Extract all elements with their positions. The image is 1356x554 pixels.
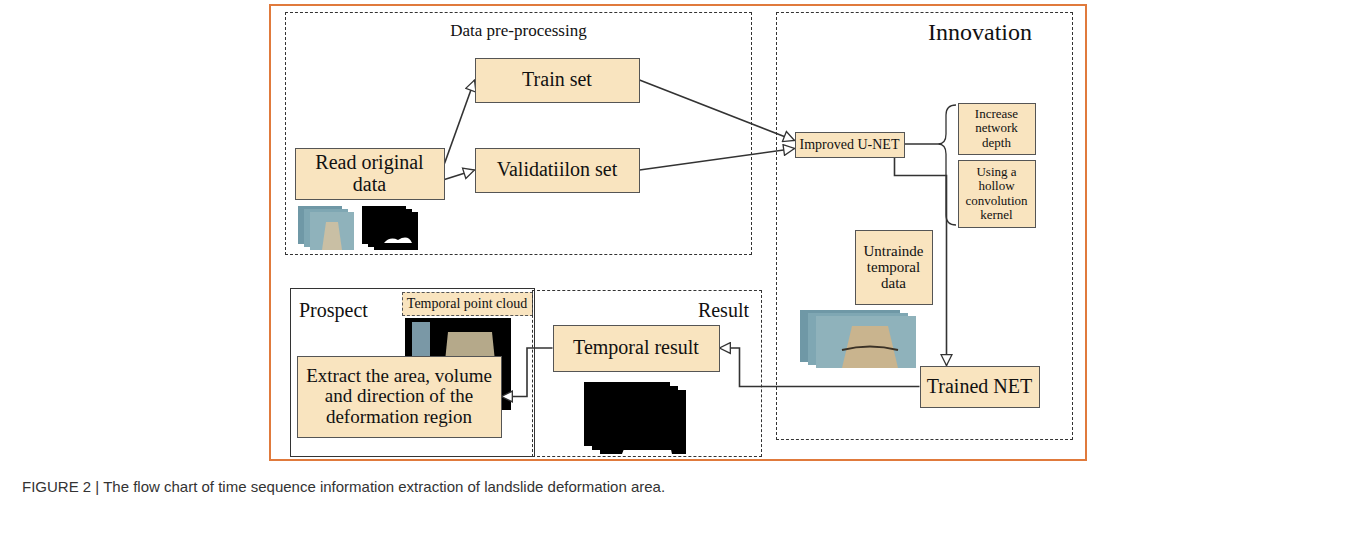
box-label: Validatiilon set: [497, 159, 618, 181]
group-box: ResultTemporal result: [532, 290, 762, 457]
photo-thumbnails: [298, 206, 418, 250]
process-box: Validatiilon set: [475, 148, 640, 193]
note-box: Using a hollow convolution kernel: [958, 160, 1036, 228]
note-box: Increase network depth: [958, 103, 1036, 155]
process-box: Trained NET: [920, 366, 1040, 408]
box-label: Temporal result: [573, 337, 699, 359]
group-box: Data pre-processingRead original data Tra…: [285, 12, 752, 255]
box-label: Improved U-NET: [800, 137, 900, 152]
outer-frame: [270, 5, 1086, 460]
box-label: Extract the area, volume and direction o…: [302, 366, 497, 428]
flow-arrow: [640, 149, 795, 171]
group-heading: Result: [698, 299, 749, 322]
group-heading: Data pre-processing: [286, 21, 751, 41]
temporal-thumbnails: [800, 310, 916, 368]
group-heading: Innovation: [928, 19, 1032, 46]
box-label: Train set: [522, 69, 592, 91]
process-box: Temporal result: [553, 325, 720, 372]
process-box: Train set: [475, 58, 640, 103]
process-box: Untrainde temporal data: [855, 230, 933, 305]
group-heading: Prospect: [299, 299, 368, 322]
process-box: Improved U-NET: [795, 132, 905, 158]
box-label: Trained NET: [927, 376, 1032, 398]
flow-arrow: [502, 348, 553, 397]
flow-arrow: [445, 80, 475, 164]
box-label: Increase network depth: [963, 107, 1031, 149]
flow-arrow: [720, 348, 920, 387]
process-box: Temporal point cloud: [402, 292, 533, 316]
box-label: Using a hollow convolution kernel: [963, 165, 1031, 221]
process-box: Extract the area, volume and direction o…: [297, 356, 502, 438]
result-mask: [584, 382, 686, 454]
process-box: Read original data: [295, 148, 445, 200]
flow-arrow: [640, 80, 795, 141]
box-label: Untrainde temporal data: [860, 243, 928, 292]
brace: [902, 105, 956, 225]
box-label: Read original data: [300, 152, 440, 195]
figure-caption: FIGURE 2 | The flow chart of time sequen…: [22, 478, 665, 495]
box-label: Temporal point cloud: [407, 296, 527, 311]
group-box: Prospect Temporal point cloudExtract the …: [290, 288, 535, 457]
flow-arrow: [445, 170, 475, 180]
group-box: InnovationImproved U-NET Increase network…: [776, 12, 1073, 440]
